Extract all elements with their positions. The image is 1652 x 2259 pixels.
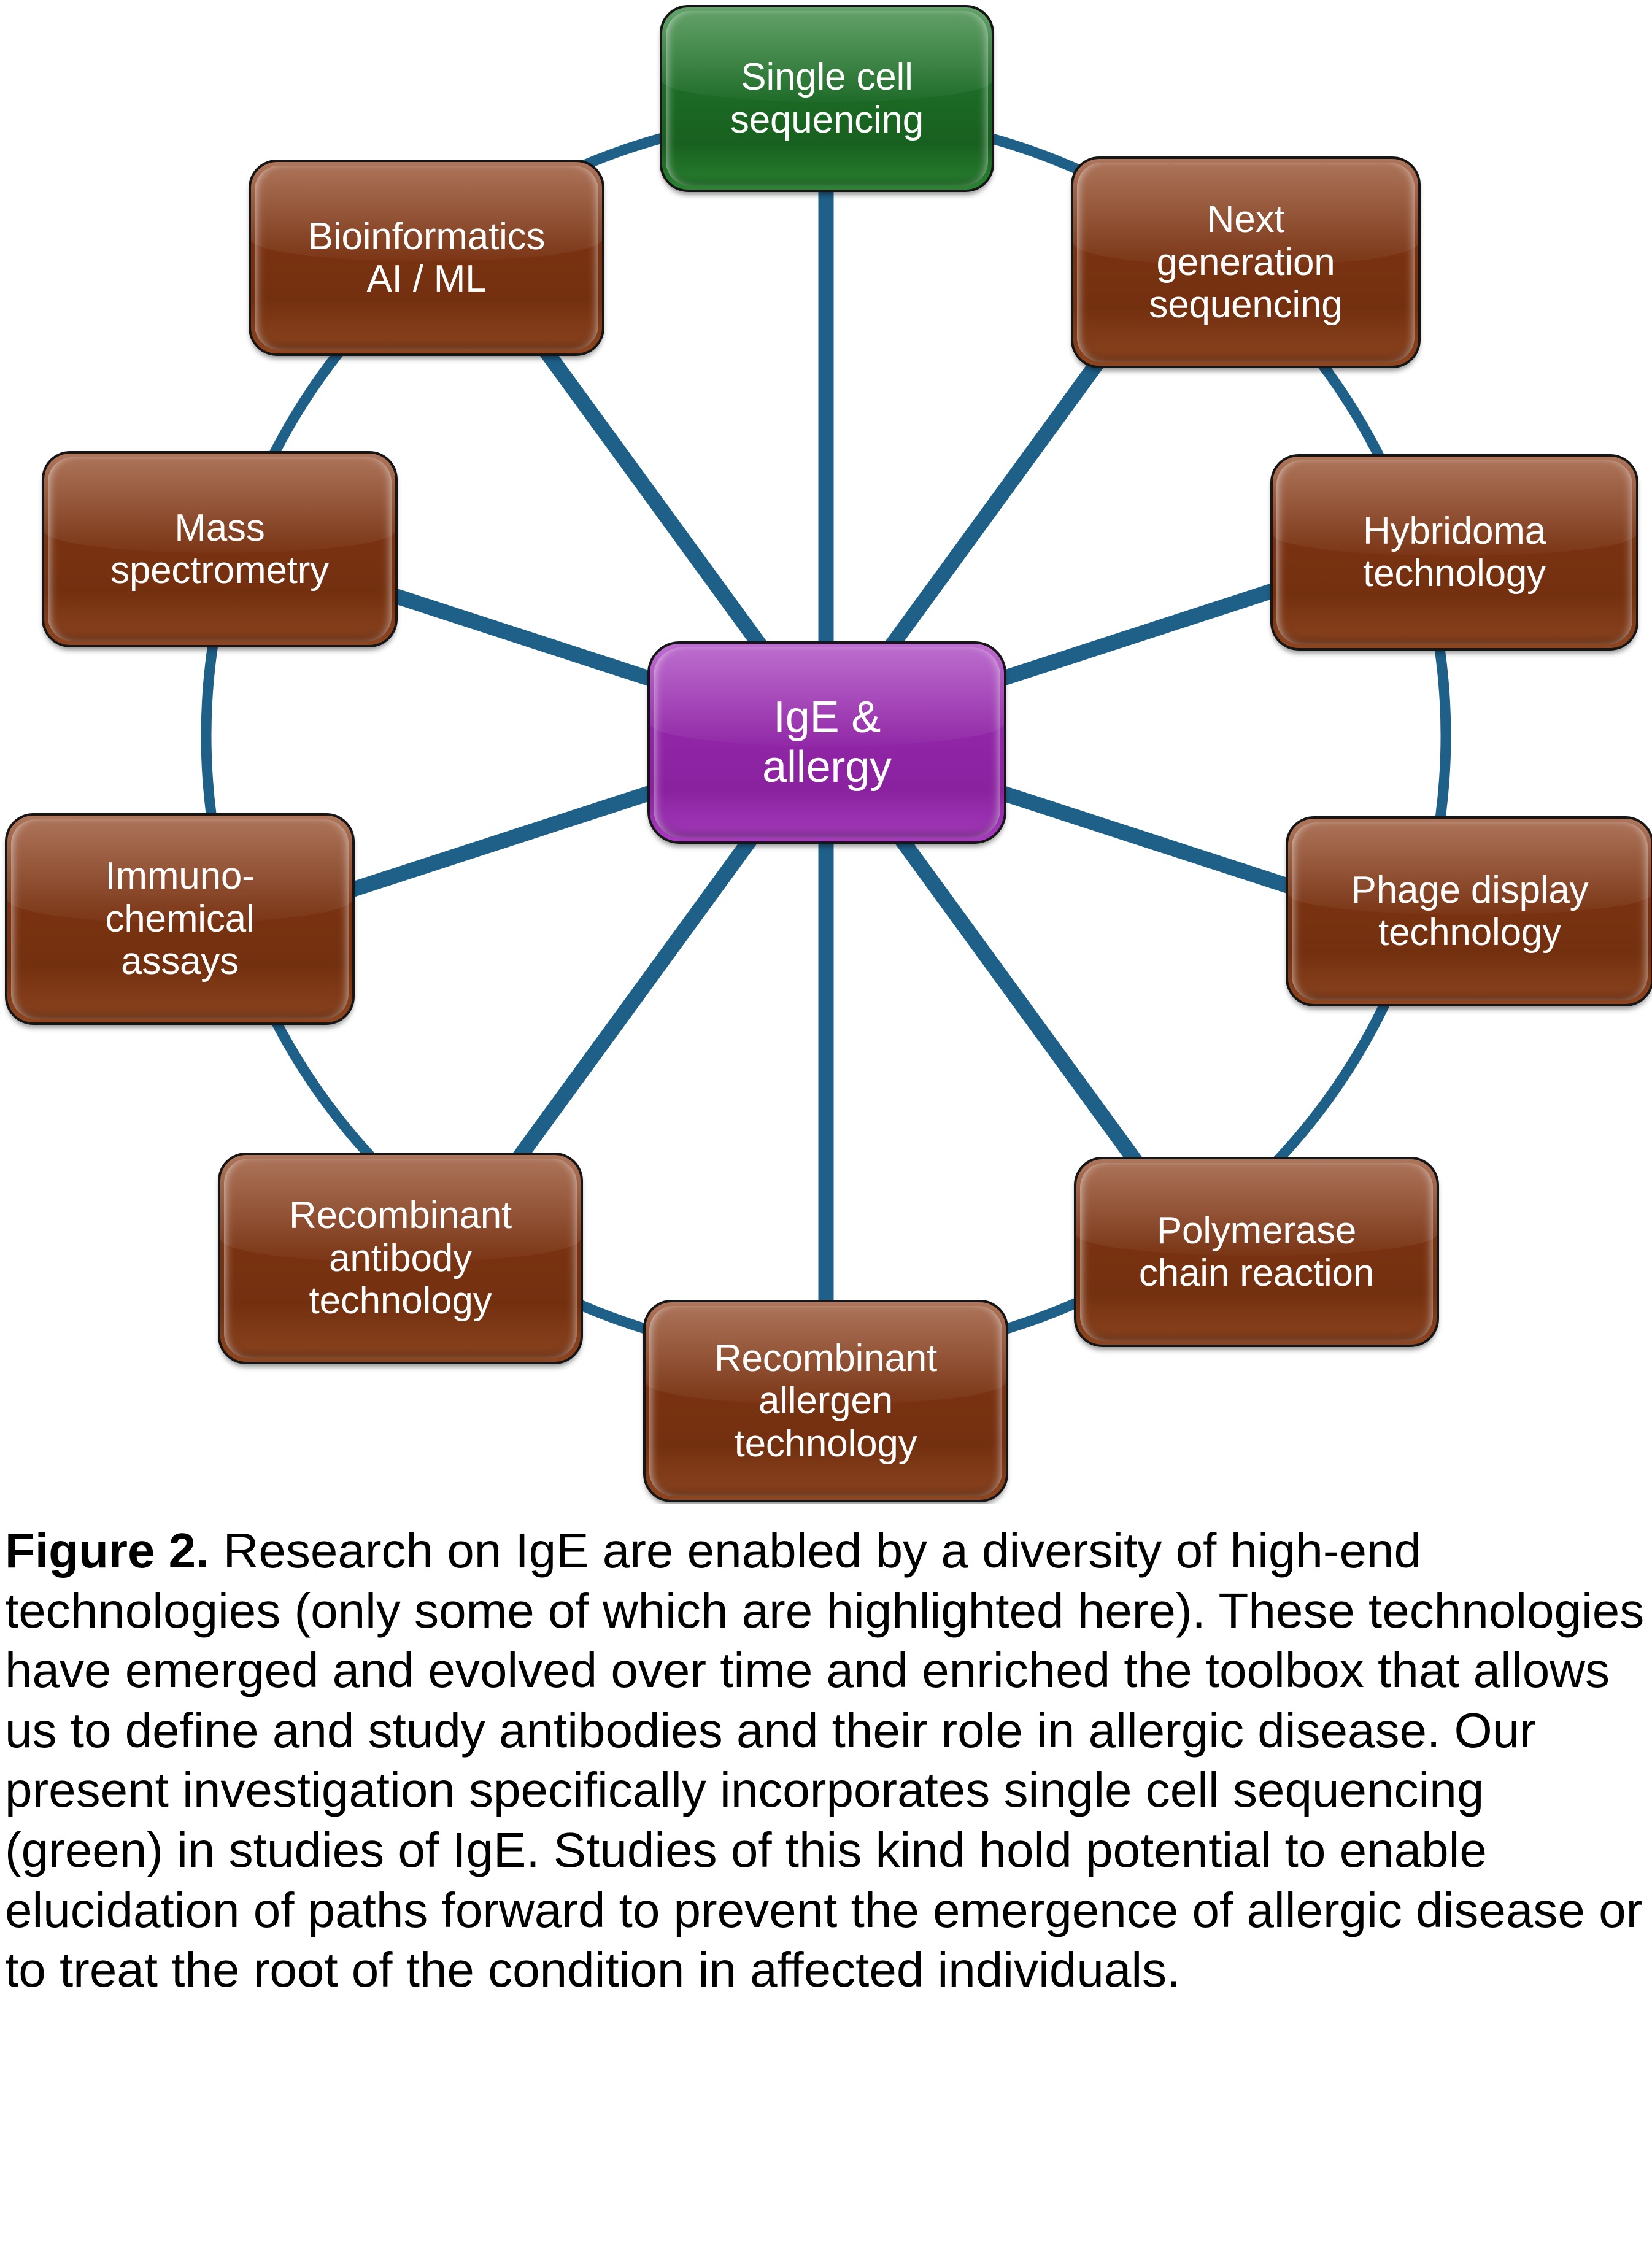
node-ige-and-allergy-hub[interactable]: IgE & allergy (647, 641, 1006, 844)
node-single-cell-sequencing[interactable]: Single cell sequencing (660, 5, 994, 192)
node-label: Recombinant allergen technology (714, 1337, 938, 1465)
node-next-generation-sequencing[interactable]: Next generation sequencing (1071, 156, 1421, 368)
node-polymerase-chain-reaction[interactable]: Polymerase chain reaction (1074, 1157, 1439, 1347)
figure-caption: Figure 2. Research on IgE are enabled by… (0, 1504, 1652, 2022)
node-label: Bioinformatics AI / ML (307, 215, 546, 300)
node-immunochemical-assays[interactable]: Immuno- chemical assays (5, 813, 355, 1025)
node-mass-spectrometry[interactable]: Mass spectrometry (42, 451, 398, 647)
node-hybridoma-technology[interactable]: Hybridoma technology (1270, 454, 1638, 651)
node-recombinant-allergen-technology[interactable]: Recombinant allergen technology (643, 1300, 1008, 1502)
node-label: Polymerase chain reaction (1138, 1209, 1375, 1294)
node-label: Mass spectrometry (110, 506, 329, 592)
node-label: Immuno- chemical assays (105, 855, 255, 983)
node-label: Next generation sequencing (1149, 198, 1343, 326)
node-label: Single cell sequencing (730, 56, 924, 141)
figure-2: Single cell sequencing Next generation s… (0, 5, 1652, 2022)
node-label: Hybridoma technology (1363, 509, 1546, 595)
node-label: Phage display technology (1351, 868, 1589, 954)
node-label: Recombinant antibody technology (288, 1194, 512, 1323)
node-recombinant-antibody-technology[interactable]: Recombinant antibody technology (218, 1153, 583, 1364)
hub-label: IgE & allergy (762, 693, 892, 792)
node-phage-display-technology[interactable]: Phage display technology (1286, 816, 1652, 1006)
figure-caption-text: Research on IgE are enabled by a diversi… (5, 1523, 1645, 1998)
node-bioinformatics-ai-ml[interactable]: Bioinformatics AI / ML (249, 160, 604, 356)
hub-and-spoke-diagram: Single cell sequencing Next generation s… (5, 5, 1652, 1502)
figure-caption-label: Figure 2. (5, 1523, 210, 1578)
